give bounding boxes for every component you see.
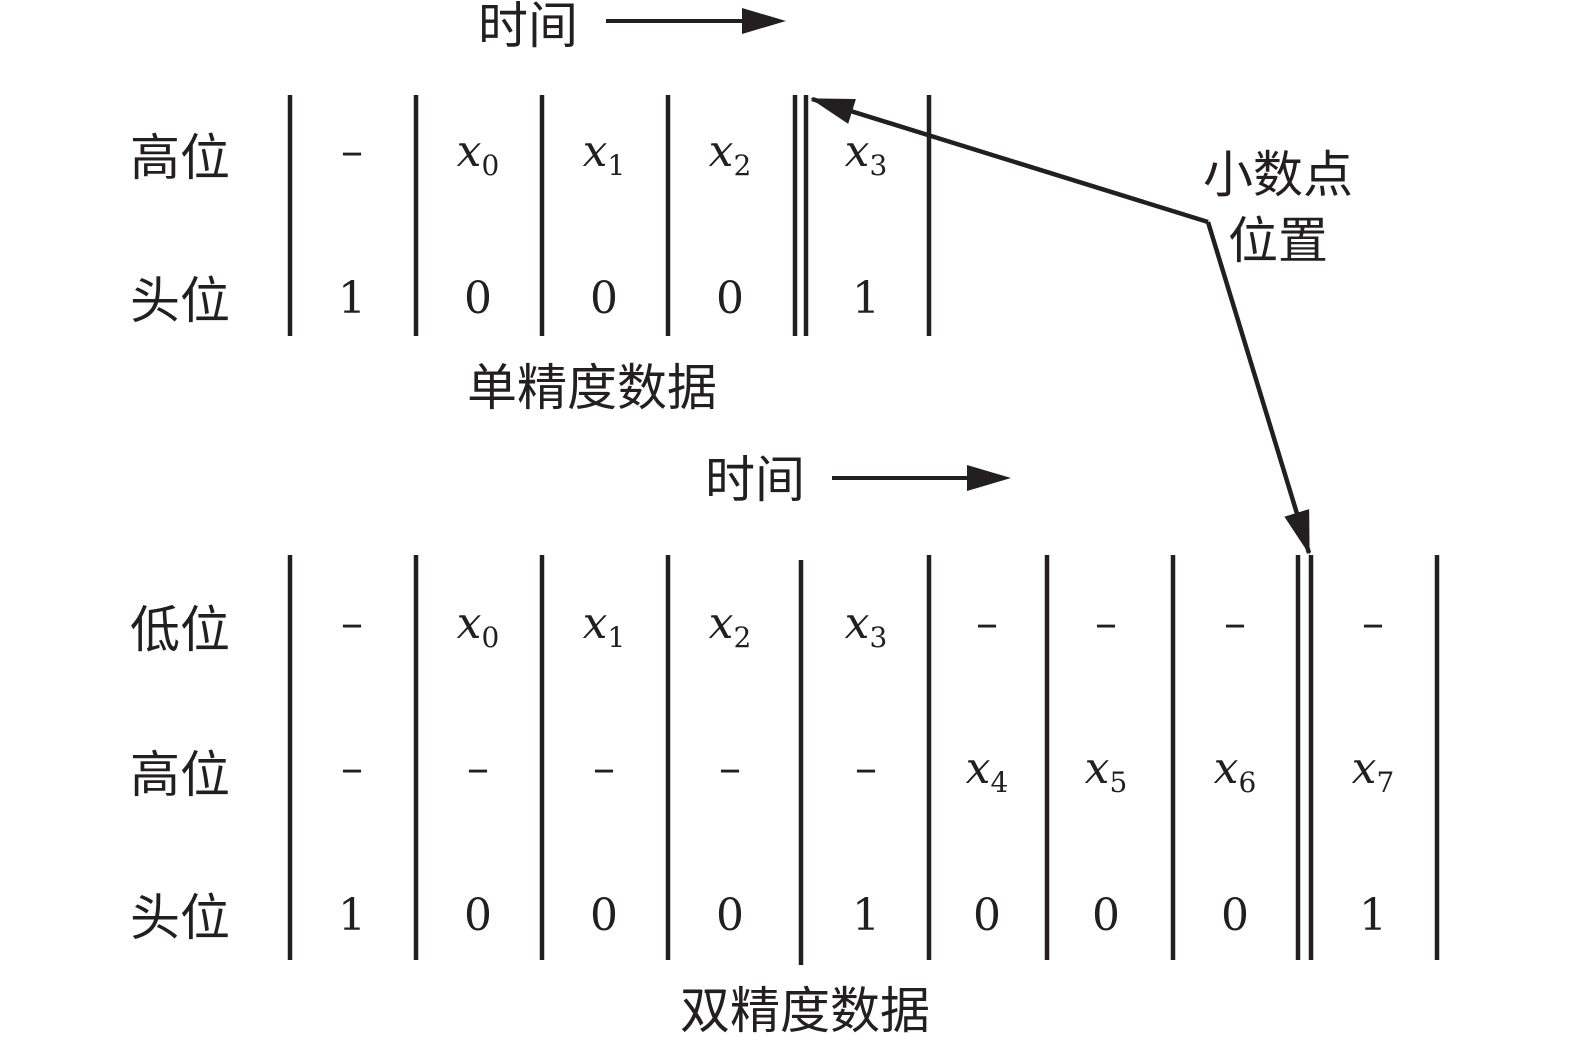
cell-bit: 0 [716,890,744,941]
cell-dash: – [593,743,615,794]
cell-bit: 0 [716,273,744,324]
cell-variable: x2 [709,598,752,654]
cell-variable: x3 [845,598,888,654]
cell-dash: – [1095,598,1117,649]
double-precision-caption: 双精度数据 [680,982,930,1040]
single-precision-section: 时间 高位 头位 – x0 x1 x2 x3 1 0 0 0 1 单精度数据 [130,0,932,417]
cell-bit: 1 [338,890,366,941]
cell-bit: 0 [1092,890,1120,941]
cell-variable: x3 [845,126,888,182]
cell-dash: – [855,743,877,794]
cell-variable: x4 [966,743,1009,799]
cell-bit: 0 [973,890,1001,941]
decimal-point-label-line2: 位置 [1228,212,1328,270]
cell-bit: 1 [852,890,880,941]
double-time-arrow [832,465,1011,491]
row-label-high: 高位 [130,129,230,187]
cell-dash: – [341,598,363,649]
cell-dash: – [976,598,998,649]
cell-variable: x6 [1214,743,1257,799]
cell-variable: x1 [583,126,626,182]
double-time-label: 时间 [705,451,805,509]
cell-variable: x2 [709,126,752,182]
cell-dash: – [341,743,363,794]
cell-variable: x1 [583,598,626,654]
cell-dash: – [719,743,741,794]
single-separators [287,95,932,336]
cell-bit: 0 [590,890,618,941]
double-precision-section: 时间 低位 高位 头位 – x0 x1 x2 x3 – – – – – – – – – x4 x5 x6 x7 1 0… [130,451,1440,1040]
cell-bit: 0 [464,273,492,324]
cell-dash: – [1362,598,1384,649]
cell-bit: 0 [590,273,618,324]
cell-variable: x7 [1352,743,1395,799]
row-label-high: 高位 [130,746,230,804]
cell-bit: 1 [338,273,366,324]
cell-variable: x5 [1085,743,1128,799]
cell-dash: – [467,743,489,794]
single-time-label: 时间 [478,0,578,55]
cell-bit: 1 [1359,890,1387,941]
single-precision-caption: 单精度数据 [467,359,717,417]
single-time-arrow [606,8,786,34]
row-label-header: 头位 [130,889,230,947]
cell-variable: x0 [457,598,500,654]
row-label-header: 头位 [130,272,230,330]
cell-bit: 1 [852,273,880,324]
decimal-point-callout: 小数点 位置 [810,96,1353,555]
cell-bit: 0 [1221,890,1249,941]
cell-dash: – [1224,598,1246,649]
double-cells: – x0 x1 x2 x3 – – – – – – – – – x4 x5 x6 x7 1 0 0 0 1 0 0 0 1 [338,598,1394,941]
cell-bit: 0 [464,890,492,941]
row-label-low: 低位 [130,601,230,659]
double-separators [287,555,1440,965]
decimal-point-arrows [810,96,1312,555]
single-cells: – x0 x1 x2 x3 1 0 0 0 1 [338,126,887,324]
decimal-point-label-line1: 小数点 [1203,146,1353,204]
cell-variable: x0 [457,126,500,182]
cell-dash: – [341,126,363,177]
